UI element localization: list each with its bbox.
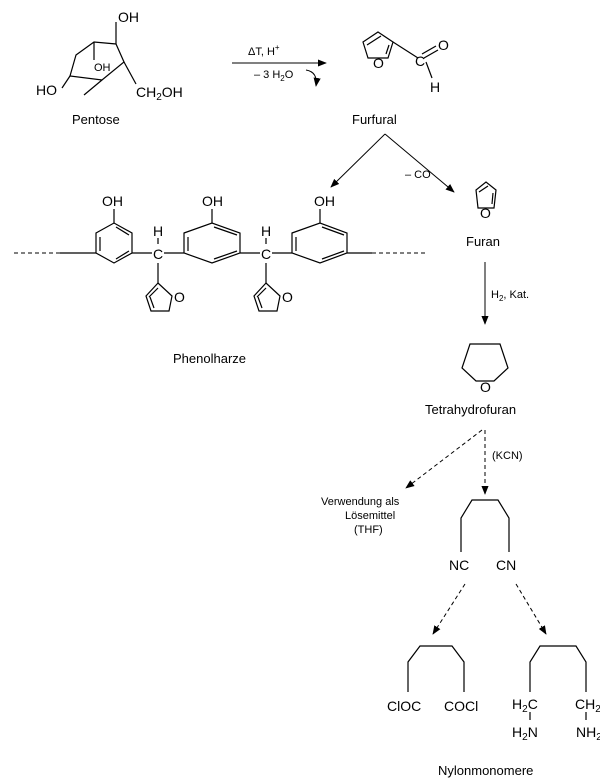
furan-name: Furan xyxy=(466,234,500,249)
furfural-name: Furfural xyxy=(352,112,397,127)
phenol-furan-o-1: O xyxy=(174,289,185,305)
decarbonylation-label: – CO xyxy=(405,169,431,181)
dinitrile-left: NC xyxy=(449,557,469,573)
dinitrile-right: CN xyxy=(496,557,516,573)
phenol-oh-2: OH xyxy=(202,193,223,209)
pentose-oh-inner: OH xyxy=(94,62,111,74)
furfural-structure: O C O H Furfural xyxy=(352,31,449,127)
bridge-c-2: C xyxy=(261,246,271,262)
phenolharze-name: Phenolharze xyxy=(173,351,246,366)
furan-ring-o: O xyxy=(480,205,491,221)
acid-chloride-structure: ClOC COCl xyxy=(387,645,478,714)
furfural-carbon: C xyxy=(415,53,425,69)
bridge-h-1: H xyxy=(153,223,163,239)
acid-chloride-right: COCl xyxy=(444,698,478,714)
nylon-monomers-name: Nylonmonomere xyxy=(438,763,533,778)
phenol-oh-1: OH xyxy=(102,193,123,209)
acid-chloride-left: ClOC xyxy=(387,698,421,714)
diamine-h2c: H2C xyxy=(512,696,538,715)
phenol-furan-o-2: O xyxy=(282,289,293,305)
thf-ring-o: O xyxy=(480,379,491,395)
pentose-ho-left: HO xyxy=(36,82,57,98)
pentose-oh-top: OH xyxy=(118,9,139,25)
diamine-structure: H2C CH2 H2N NH2 xyxy=(512,645,600,743)
furfural-ring-o: O xyxy=(373,55,384,71)
use-note-line-1: Verwendung als xyxy=(321,496,400,508)
arrow-to-solvent-use xyxy=(405,429,483,489)
furfural-oxygen: O xyxy=(438,37,449,53)
furfural-hydrogen: H xyxy=(430,79,440,95)
diamine-ch2: CH2 xyxy=(575,696,600,715)
use-note-line-2: Lösemittel xyxy=(345,510,395,522)
pentose-ch2oh: CH2OH xyxy=(136,84,183,103)
thf-structure: O Tetrahydrofuran xyxy=(425,343,516,417)
arrow-to-phenolharze xyxy=(330,133,386,188)
bridge-h-2: H xyxy=(261,223,271,239)
pentose-name: Pentose xyxy=(72,112,120,127)
phenolharze-structure: OH H C O OH H C O xyxy=(14,193,426,366)
arrow-to-diamine xyxy=(515,583,547,635)
pentose-structure: OH OH HO CH2OH Pentose xyxy=(36,9,183,127)
arrow-to-acid-chloride xyxy=(432,583,466,635)
furan-structure: O Furan xyxy=(466,181,500,249)
solvent-use-note: Verwendung als Lösemittel (THF) xyxy=(321,496,400,536)
kcn-label: (KCN) xyxy=(492,450,523,462)
dehydration-condition-bottom: – 3 H2O xyxy=(254,69,294,83)
hydrogenation-label: H2, Kat. xyxy=(491,289,529,303)
diamine-h2n: H2N xyxy=(512,724,538,743)
arrow-to-furan xyxy=(384,133,455,193)
use-note-line-3: (THF) xyxy=(354,524,383,536)
dinitrile-structure: NC CN xyxy=(449,499,516,573)
arrow-dehydration: ΔT, H+ – 3 H2O xyxy=(232,43,327,87)
thf-name: Tetrahydrofuran xyxy=(425,402,516,417)
diamine-nh2: NH2 xyxy=(576,724,600,743)
dehydration-condition-top: ΔT, H+ xyxy=(248,43,280,58)
phenol-oh-3: OH xyxy=(314,193,335,209)
bridge-c-1: C xyxy=(153,246,163,262)
